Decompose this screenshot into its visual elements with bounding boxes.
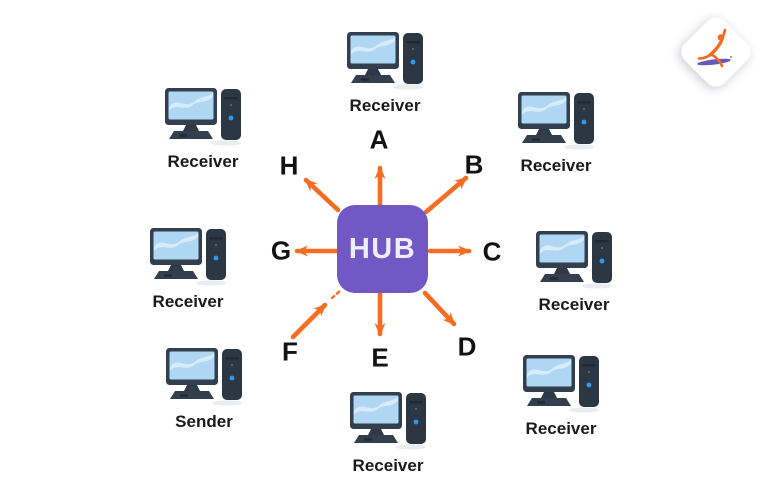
leaping-person-icon bbox=[697, 28, 732, 68]
port-letter-a: A bbox=[369, 124, 389, 155]
arrow-d bbox=[422, 290, 457, 327]
node-label: Receiver bbox=[525, 419, 597, 438]
port-letter-f: F bbox=[282, 336, 298, 367]
node-bottom-center: Receiver bbox=[323, 390, 453, 476]
node-bottom-left-sender: Sender bbox=[139, 346, 269, 432]
node-label: Sender bbox=[175, 412, 233, 431]
node-label: Receiver bbox=[152, 292, 224, 311]
arrow-f bbox=[290, 302, 328, 340]
node-label: Receiver bbox=[349, 96, 421, 115]
port-letter-e: E bbox=[371, 342, 389, 373]
node-label: Receiver bbox=[538, 295, 610, 314]
hub-label: HUB bbox=[348, 232, 417, 265]
arrow-h bbox=[303, 177, 341, 213]
port-letter-c: C bbox=[482, 236, 502, 267]
node-label: Receiver bbox=[167, 152, 239, 171]
node-middle-right: Receiver bbox=[509, 229, 639, 315]
node-bottom-right: Receiver bbox=[496, 353, 626, 439]
arrow-b bbox=[423, 175, 469, 215]
hub-box: HUB bbox=[337, 205, 428, 293]
node-label: Receiver bbox=[352, 456, 424, 475]
node-top-right: Receiver bbox=[491, 90, 621, 176]
port-letter-d: D bbox=[457, 331, 477, 362]
port-letter-b: B bbox=[464, 149, 484, 180]
node-top: Receiver bbox=[320, 30, 450, 116]
brand-logo bbox=[672, 8, 760, 96]
port-letter-h: H bbox=[279, 150, 299, 181]
node-label: Receiver bbox=[520, 156, 592, 175]
node-middle-left: Receiver bbox=[123, 226, 253, 312]
node-top-left: Receiver bbox=[138, 86, 268, 172]
arrow-f-dash bbox=[330, 288, 343, 300]
port-letter-g: G bbox=[270, 235, 292, 266]
